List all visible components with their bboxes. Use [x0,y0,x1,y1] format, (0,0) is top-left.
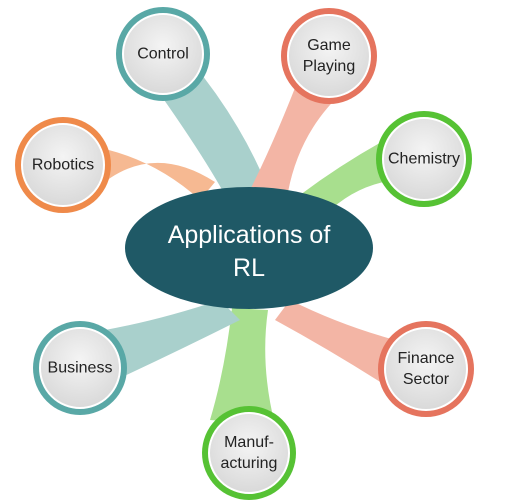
center-label-line1: Applications of [168,221,331,249]
stem-business [105,300,240,385]
node-robotics: Robotics [15,117,111,213]
center-label-line2: RL [233,254,265,282]
node-circle-chemistry [382,117,466,201]
node-label-manufacturing-1: Manuf- [224,434,274,451]
node-label-chemistry-1: Chemistry [388,151,460,168]
center-ellipse [125,187,373,309]
node-label-control-1: Control [137,46,189,63]
node-manufacturing: Manuf-acturing [202,406,296,500]
center-hub: Applications of RL [125,187,373,309]
stem-chemistry [300,140,395,215]
stem-robotics [85,145,215,200]
node-label-robotics-1: Robotics [32,157,94,174]
node-label-manufacturing-2: acturing [221,455,278,472]
stem-finance [275,300,395,385]
stem-game-playing [250,75,345,192]
node-circle-game-playing [287,14,371,98]
node-control: Control [116,7,210,101]
application-nodes: Control GamePlayingChemistryFinanceSector… [15,7,474,500]
node-label-finance-1: Finance [398,350,455,367]
node-label-game-playing-2: Playing [303,58,355,75]
node-circle-manufacturing [208,412,290,494]
node-label-business-1: Business [48,360,113,377]
node-label-game-playing-1: Game [307,37,351,54]
node-business: Business [33,321,127,415]
node-circle-control [122,13,204,95]
node-chemistry: Chemistry [376,111,472,207]
stem-manufacturing [210,308,275,425]
node-circle-business [39,327,121,409]
node-circle-finance [384,327,468,411]
node-circle-robotics [21,123,105,207]
node-label-finance-2: Sector [403,371,450,388]
